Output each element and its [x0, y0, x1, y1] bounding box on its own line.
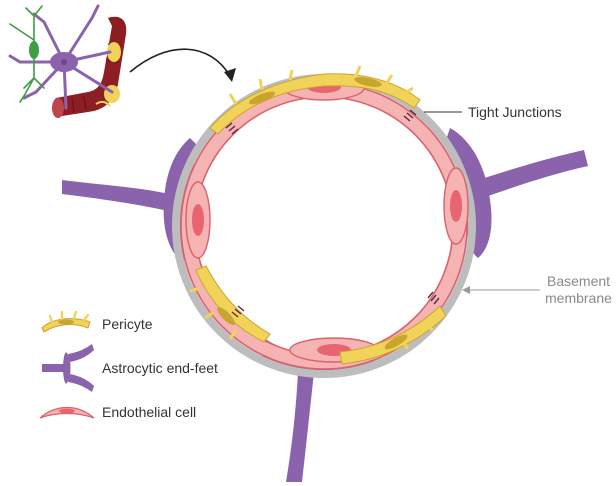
endothelial-cell-icon	[40, 408, 94, 419]
astrocyte-process-right	[478, 150, 588, 198]
astrocyte-process-left	[62, 180, 180, 214]
endothelial-cell-right	[444, 168, 468, 244]
pericyte-icon	[42, 312, 90, 332]
zoom-arrow	[130, 49, 236, 82]
astrocytic-end-feet-icon	[42, 344, 94, 392]
basement-membrane-label-line1: Basement	[547, 273, 610, 289]
tight-junctions-label: Tight Junctions	[468, 104, 562, 120]
legend-label-pericyte: Pericyte	[102, 316, 153, 332]
inset-neurovascular-unit	[10, 6, 126, 118]
legend-item-pericyte: Pericyte	[42, 312, 153, 332]
legend-label-astrocytic-end-feet: Astrocytic end-feet	[102, 360, 218, 376]
legend-label-endothelial-cell: Endothelial cell	[102, 404, 196, 420]
legend: Pericyte Astrocytic end-feet Endothelial…	[40, 312, 218, 420]
astrocyte-processes	[62, 128, 588, 482]
astrocyte-process-bottom	[286, 372, 314, 482]
tight-junctions-callout: Tight Junctions	[424, 104, 562, 120]
endothelial-cell-left	[186, 182, 210, 258]
basement-membrane-label-line2: membrane	[545, 290, 612, 306]
legend-item-astrocytic-end-feet: Astrocytic end-feet	[42, 344, 218, 392]
tight-junction-marks	[226, 110, 439, 317]
legend-item-endothelial-cell: Endothelial cell	[40, 404, 196, 420]
basement-membrane-callout: Basement membrane	[462, 273, 612, 306]
